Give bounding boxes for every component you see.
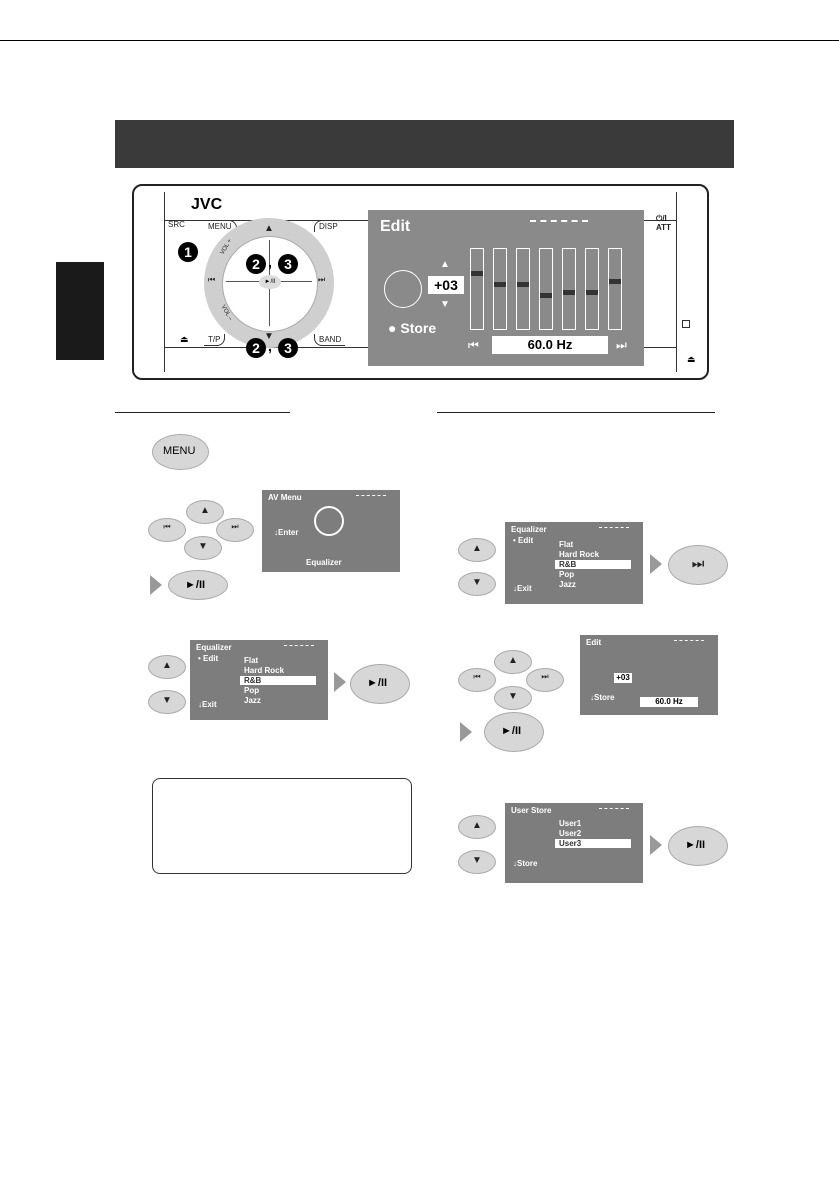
arrow-icon: [150, 575, 162, 595]
arrow-icon: [334, 672, 346, 692]
eq-band-knob: [517, 282, 529, 287]
top-rule: [0, 40, 839, 41]
arrow-icon: [650, 835, 662, 855]
sensor-icon: [682, 320, 690, 328]
value-display: +03: [428, 276, 464, 294]
exit-label: ↓Exit: [513, 584, 532, 593]
step-badge: 1: [178, 242, 198, 262]
av-menu-screen: AV Menu ↓Enter Equalizer: [262, 490, 400, 572]
eq-band-knob: [540, 293, 552, 298]
menu-button[interactable]: MENU: [152, 434, 209, 470]
language-tab: [56, 262, 104, 360]
next-icon: ⏭: [616, 338, 627, 352]
prev-icon[interactable]: ⏮: [208, 275, 216, 284]
down-button[interactable]: ▼: [184, 536, 222, 560]
next-icon[interactable]: ⏭: [318, 275, 326, 284]
edit-title: Edit: [380, 218, 411, 235]
section-rule-left: [115, 412, 290, 413]
src-label: SRC: [168, 220, 185, 229]
step-badge: 3: [278, 338, 298, 358]
up-button[interactable]: ▲: [458, 815, 496, 839]
up-button[interactable]: ▲: [494, 650, 532, 674]
note-box: [152, 778, 412, 874]
edit-mini-screen: Edit +03 ↓Store 60.0 Hz: [580, 635, 718, 715]
play-pause-button[interactable]: ►/II: [484, 712, 544, 752]
control-wheel[interactable]: ►/II ▲ ▼ ⏮ ⏭ VOL + VOL –: [204, 218, 334, 348]
edit-label: • Edit: [198, 654, 219, 663]
eq-band-knob: [471, 271, 483, 276]
equalizer-icon: [314, 506, 344, 536]
eq-band-knob: [586, 290, 598, 295]
down-button[interactable]: ▼: [458, 572, 496, 596]
equalizer-list-screen: Equalizer • Edit ↓Exit Flat Hard Rock R&…: [505, 522, 643, 604]
arrow-icon: [650, 554, 662, 574]
play-pause-icon[interactable]: ►/II: [259, 275, 281, 289]
step-badge: 2: [246, 338, 266, 358]
comma: ,: [268, 338, 272, 354]
play-pause-button[interactable]: ►/II: [350, 664, 410, 704]
vol-plus-label: VOL +: [219, 238, 234, 256]
up-arrow-icon[interactable]: ▲: [264, 223, 274, 234]
user-store-screen: User Store ↓Store User1 User2 User3: [505, 803, 643, 883]
step-badge: 2: [246, 254, 266, 274]
up-button[interactable]: ▲: [186, 500, 224, 524]
eq-band-slider: [516, 248, 530, 330]
comma: ,: [268, 254, 272, 270]
prev-icon: ⏮: [468, 338, 479, 352]
eq-band-knob: [494, 282, 506, 287]
down-arrow-icon[interactable]: ▼: [264, 331, 274, 342]
section-rule-right: [437, 412, 715, 413]
next-button[interactable]: ⏭: [668, 545, 728, 585]
store-label: ● Store: [388, 320, 437, 336]
tray-icon: ⏏: [687, 354, 696, 364]
band-button[interactable]: BAND: [314, 334, 346, 346]
eq-band-slider: [470, 248, 484, 330]
section-title-bar: [115, 120, 734, 168]
edit-label: • Edit: [513, 536, 534, 545]
power-label: ⏻/I: [656, 214, 667, 223]
disp-button[interactable]: DISP: [314, 220, 342, 232]
eq-band-slider: [493, 248, 507, 330]
next-button[interactable]: ⏭: [216, 518, 254, 542]
exit-label: ↓Exit: [198, 700, 217, 709]
down-arrow-icon: ▼: [440, 299, 450, 310]
store-label: ↓Store: [513, 859, 538, 868]
prev-button[interactable]: ⏮: [148, 518, 186, 542]
att-label: ATT: [656, 223, 671, 232]
display-dashes: [530, 220, 588, 225]
eq-band-knob: [609, 279, 621, 284]
down-button[interactable]: ▼: [458, 850, 496, 874]
eq-band-slider: [562, 248, 576, 330]
brand-logo: JVC: [191, 196, 223, 213]
eq-band-slider: [585, 248, 599, 330]
frequency-display: 60.0 Hz: [492, 336, 608, 354]
next-button[interactable]: ⏭: [526, 668, 564, 692]
equalizer-list-screen: Equalizer • Edit ↓Exit Flat Hard Rock R&…: [190, 640, 328, 720]
down-button[interactable]: ▼: [494, 686, 532, 710]
edit-display: Edit ▲ +03 ▼ ● Store ⏮ 60.0 Hz ⏭: [368, 210, 644, 366]
up-arrow-icon: ▲: [440, 259, 450, 270]
play-pause-button[interactable]: ►/II: [668, 826, 728, 866]
store-label: ↓Store: [590, 693, 615, 702]
step-badge: 3: [278, 254, 298, 274]
eq-band-slider: [539, 248, 553, 330]
device-front-panel: JVC SRC MENU DISP T/P BAND ⏏ ⏻/I ATT ⏏ ►…: [132, 184, 709, 380]
play-pause-button[interactable]: ►/II: [168, 570, 228, 600]
down-button[interactable]: ▼: [148, 690, 186, 714]
eject-icon[interactable]: ⏏: [180, 334, 189, 344]
arrow-icon: [460, 722, 472, 742]
up-button[interactable]: ▲: [148, 655, 186, 679]
eq-band-slider: [608, 248, 622, 330]
prev-button[interactable]: ⏮: [458, 668, 496, 692]
av-menu-caption: Equalizer: [306, 558, 342, 567]
control-wheel-icon: [384, 270, 422, 308]
enter-label: ↓Enter: [274, 528, 299, 537]
eq-band-knob: [563, 290, 575, 295]
up-button[interactable]: ▲: [458, 538, 496, 562]
